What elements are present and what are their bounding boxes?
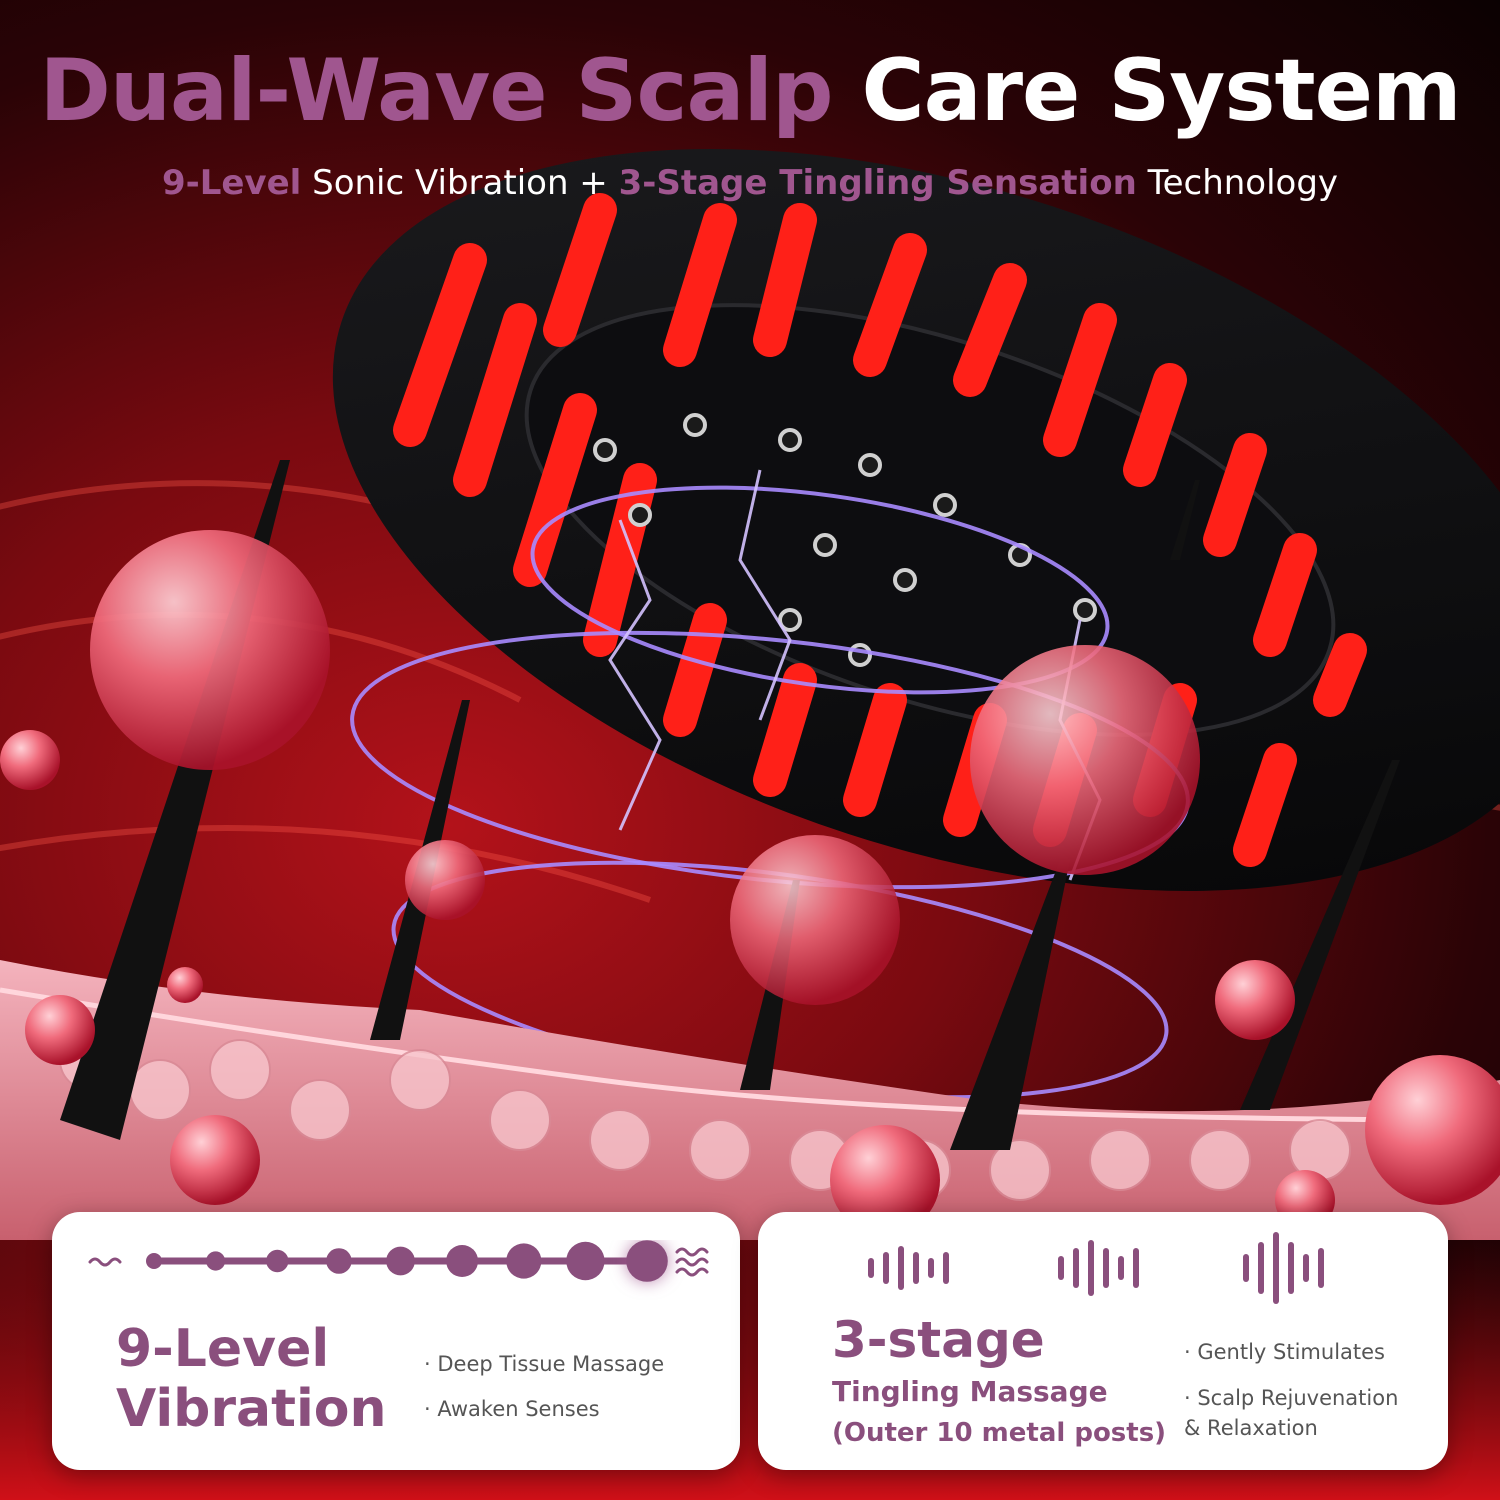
level-dot-4 [326, 1248, 352, 1274]
wave-small-icon [88, 1257, 122, 1267]
tingling-feature-3: & Relaxation [1184, 1416, 1318, 1440]
tingling-title-line-3: (Outer 10 metal posts) [832, 1418, 1167, 1448]
headline: Dual-Wave Scalp Care System [0, 48, 1500, 134]
subheadline-text-2: Technology [1147, 163, 1339, 203]
metal-posts [593, 413, 1097, 667]
vibration-title-line-1: 9-Level [116, 1319, 330, 1379]
level-dot-5 [386, 1246, 415, 1276]
level-dot-8 [566, 1241, 605, 1281]
subheadline-highlight-2: 3-Stage Tingling Sensation [618, 163, 1137, 203]
vibration-level-indicator [88, 1240, 709, 1282]
level-dot-9 [626, 1240, 668, 1282]
level-dot-7 [506, 1243, 542, 1279]
level-dot-1 [146, 1253, 162, 1269]
headline-part-1: Dual-Wave Scalp [39, 41, 833, 141]
headline-part-2: Care System [861, 41, 1462, 141]
tingling-feature-1: · Gently Stimulates [1184, 1340, 1385, 1364]
level-dot-6 [446, 1245, 479, 1277]
tingling-feature-2: · Scalp Rejuvenation [1184, 1386, 1399, 1410]
tingling-title-line-1: 3-stage [832, 1311, 1045, 1369]
level-dots [146, 1240, 668, 1282]
nutrient-bubbles [0, 530, 1500, 1235]
wave-large-icon [675, 1247, 709, 1277]
vibration-title-line-2: Vibration [116, 1378, 387, 1439]
subheadline-highlight-1: 9-Level [161, 163, 302, 203]
tingling-title-line-2: Tingling Massage [832, 1375, 1108, 1408]
vibration-title: 9-Level Vibration [116, 1319, 387, 1440]
sound-bars-icon [868, 1232, 1324, 1304]
level-dot-3 [266, 1249, 289, 1273]
subheadline: 9-Level Sonic Vibration + 3-Stage Tingli… [0, 166, 1500, 200]
vibration-feature-2: · Awaken Senses [424, 1397, 600, 1421]
vibration-feature-1: · Deep Tissue Massage [424, 1352, 665, 1376]
tingling-feature-card: 3-stage Tingling Massage (Outer 10 metal… [758, 1212, 1448, 1470]
level-dot-2 [206, 1251, 226, 1271]
subheadline-text-1: Sonic Vibration + [312, 163, 608, 203]
vibration-feature-card: 9-Level Vibration · Deep Tissue Massage … [52, 1212, 740, 1470]
